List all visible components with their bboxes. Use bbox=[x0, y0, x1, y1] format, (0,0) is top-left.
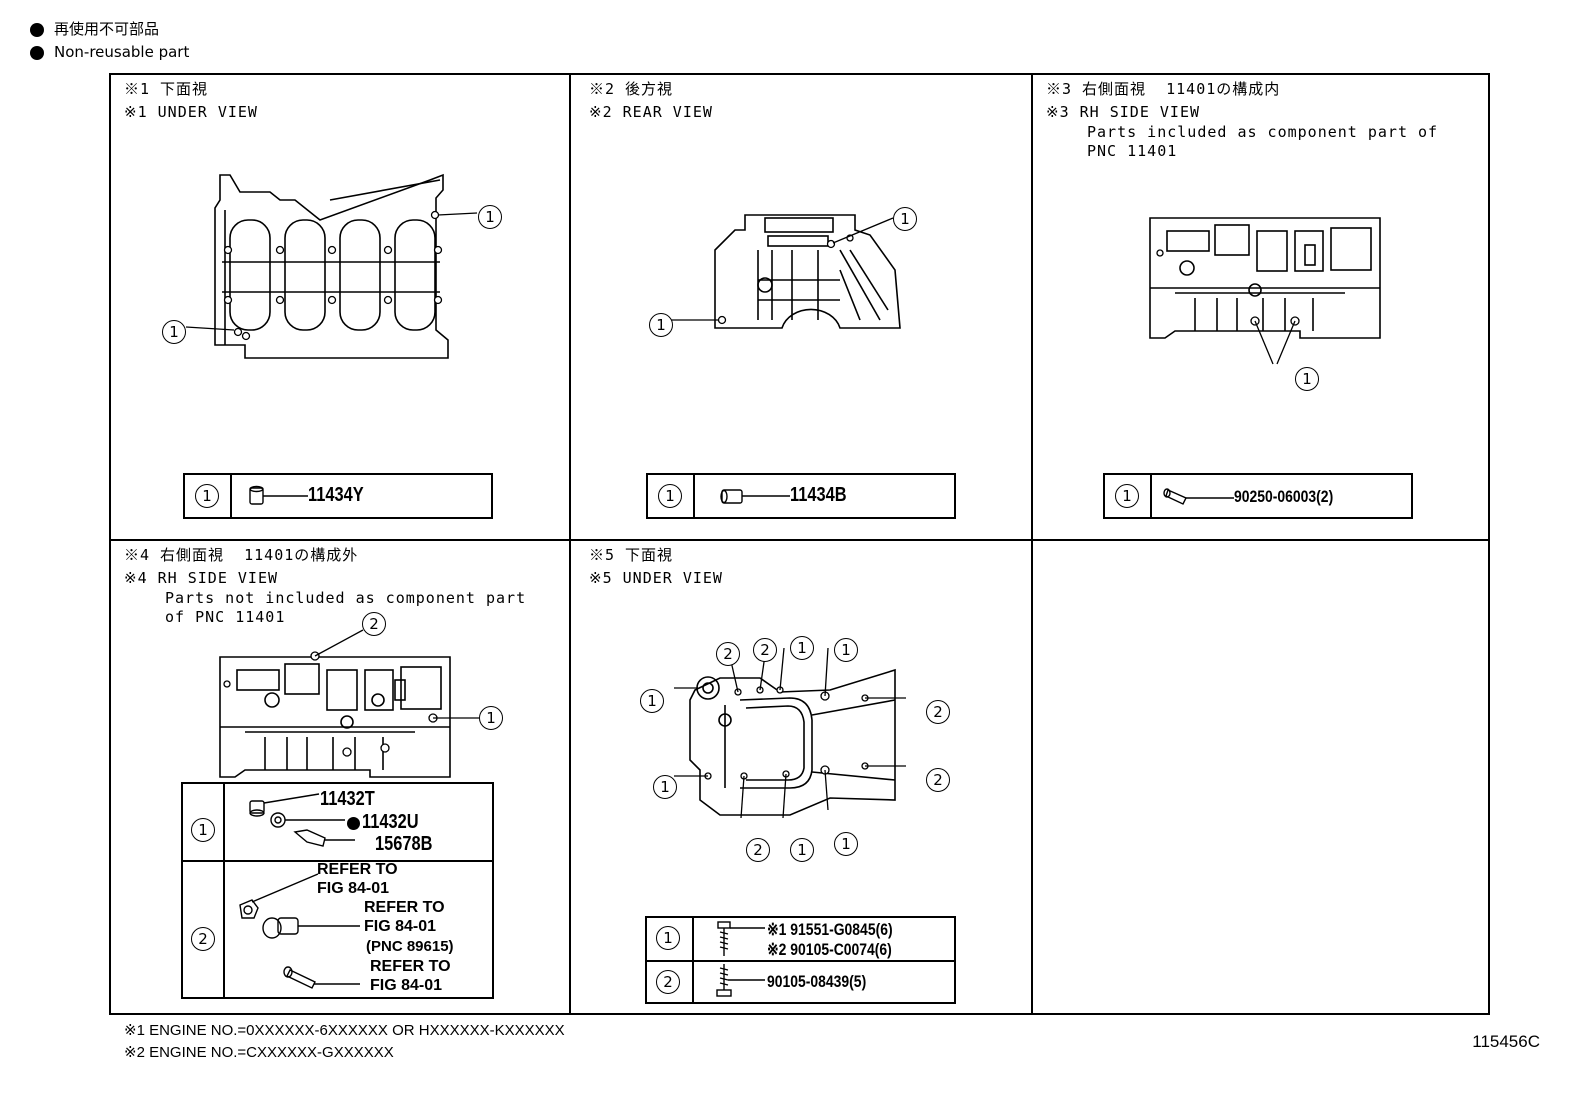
callout-2: 2 bbox=[926, 700, 950, 724]
figure-ref-text: FIG 84-01 bbox=[364, 918, 437, 935]
panel3-desc: Parts included as component part of bbox=[1087, 123, 1439, 141]
figure-ref-text: FIG 84-01 bbox=[317, 880, 390, 897]
panel2-title-jp: ※2 後方視 bbox=[589, 80, 674, 98]
parts-table bbox=[183, 473, 493, 519]
refer-to-text: REFER TO bbox=[364, 899, 445, 916]
callout-1: 1 bbox=[478, 205, 502, 229]
callout-1: 1 bbox=[653, 775, 677, 799]
pin-icon bbox=[1163, 488, 1234, 505]
parts-table-key: 1 bbox=[656, 926, 680, 950]
panel4-desc: Parts not included as component part bbox=[165, 589, 527, 607]
part-number: 15678B bbox=[375, 833, 433, 855]
callout-1: 1 bbox=[1295, 367, 1319, 391]
figure-ref-text: FIG 84-01 bbox=[370, 977, 443, 994]
reference-parts-icon bbox=[239, 873, 360, 989]
legend-jp: 再使用不可部品 bbox=[54, 20, 160, 38]
parts-table-key: 2 bbox=[191, 927, 215, 951]
bolt-icon bbox=[717, 921, 765, 956]
parts-table-key: 1 bbox=[658, 484, 682, 508]
callout-2: 2 bbox=[753, 638, 777, 662]
panel4-desc: of PNC 11401 bbox=[165, 608, 286, 626]
callout-2: 2 bbox=[716, 642, 740, 666]
pnc-ref-text: (PNC 89615) bbox=[366, 938, 454, 955]
panel4-title-jp: ※4 右側面視 11401の構成外 bbox=[124, 546, 359, 564]
engine-block-rh-side-drawing bbox=[219, 629, 479, 778]
plug-icon bbox=[249, 485, 308, 505]
panel4-title-en: ※4 RH SIDE VIEW bbox=[124, 569, 278, 587]
panel1-title-en: ※1 UNDER VIEW bbox=[124, 103, 258, 121]
panel5-title-jp: ※5 下面視 bbox=[589, 546, 674, 564]
engine-block-under-view-drawing bbox=[185, 173, 478, 359]
parts-table bbox=[645, 916, 956, 1004]
panel3-title-en: ※3 RH SIDE VIEW bbox=[1046, 103, 1200, 121]
callout-1: 1 bbox=[162, 320, 186, 344]
figure-id: 115456C bbox=[1472, 1032, 1540, 1051]
engine-number-note: ※1 ENGINE NO.=0XXXXXX-6XXXXXX OR HXXXXXX… bbox=[124, 1022, 565, 1039]
callout-1: 1 bbox=[640, 689, 664, 713]
part-number: 90105-08439(5) bbox=[767, 972, 867, 991]
callout-1: 1 bbox=[834, 638, 858, 662]
engine-number-note: ※2 ENGINE NO.=CXXXXXX-GXXXXXX bbox=[124, 1044, 394, 1061]
callout-1: 1 bbox=[479, 706, 503, 730]
callout-1: 1 bbox=[834, 832, 858, 856]
grid-divider bbox=[1031, 73, 1033, 1015]
engine-block-rear-view-drawing bbox=[662, 214, 901, 329]
legend: 再使用不可部品 Non-reusable part bbox=[30, 18, 189, 64]
part-number: 11434Y bbox=[308, 484, 364, 506]
legend-row-en: Non-reusable part bbox=[30, 41, 189, 64]
panel2-title-en: ※2 REAR VIEW bbox=[589, 103, 713, 121]
diagram-frame bbox=[109, 73, 1490, 1015]
callout-2: 2 bbox=[746, 838, 770, 862]
legend-row-jp: 再使用不可部品 bbox=[30, 18, 189, 41]
part-number: 90250-06003(2) bbox=[1234, 487, 1334, 506]
part-number: ※2 90105-C0074(6) bbox=[767, 940, 892, 959]
grid-divider bbox=[569, 73, 571, 1015]
part-number: 11434B bbox=[790, 484, 847, 506]
engine-block-rh-side-drawing bbox=[1149, 217, 1381, 365]
non-reusable-marker-icon bbox=[347, 817, 360, 830]
parts-table-key: 2 bbox=[656, 970, 680, 994]
plug-icon bbox=[720, 489, 790, 504]
oil-pan-under-view-drawing bbox=[674, 647, 906, 819]
plug-gasket-union-icon bbox=[249, 793, 355, 847]
callout-2: 2 bbox=[362, 612, 386, 636]
part-number: 11432U bbox=[362, 811, 419, 833]
callout-2: 2 bbox=[926, 768, 950, 792]
parts-table-key: 1 bbox=[195, 484, 219, 508]
bolt-icon bbox=[716, 964, 765, 997]
parts-table-key: 1 bbox=[191, 818, 215, 842]
panel1-title-jp: ※1 下面視 bbox=[124, 80, 209, 98]
part-number: ※1 91551-G0845(6) bbox=[767, 920, 893, 939]
callout-1: 1 bbox=[790, 636, 814, 660]
filled-circle-icon bbox=[30, 22, 44, 37]
panel3-title-jp: ※3 右側面視 11401の構成内 bbox=[1046, 80, 1281, 98]
parts-table bbox=[181, 782, 494, 999]
callout-1: 1 bbox=[790, 838, 814, 862]
legend-en: Non-reusable part bbox=[54, 43, 190, 61]
panel3-desc: PNC 11401 bbox=[1087, 142, 1178, 160]
refer-to-text: REFER TO bbox=[370, 958, 451, 975]
callout-1: 1 bbox=[893, 207, 917, 231]
refer-to-text: REFER TO bbox=[317, 861, 398, 878]
grid-divider bbox=[109, 539, 1490, 541]
part-number: 11432T bbox=[320, 788, 375, 810]
panel5-title-en: ※5 UNDER VIEW bbox=[589, 569, 723, 587]
callout-1: 1 bbox=[649, 313, 673, 337]
parts-table bbox=[1103, 473, 1413, 519]
parts-table-key: 1 bbox=[1115, 484, 1139, 508]
filled-circle-icon bbox=[30, 45, 44, 60]
parts-table bbox=[646, 473, 956, 519]
